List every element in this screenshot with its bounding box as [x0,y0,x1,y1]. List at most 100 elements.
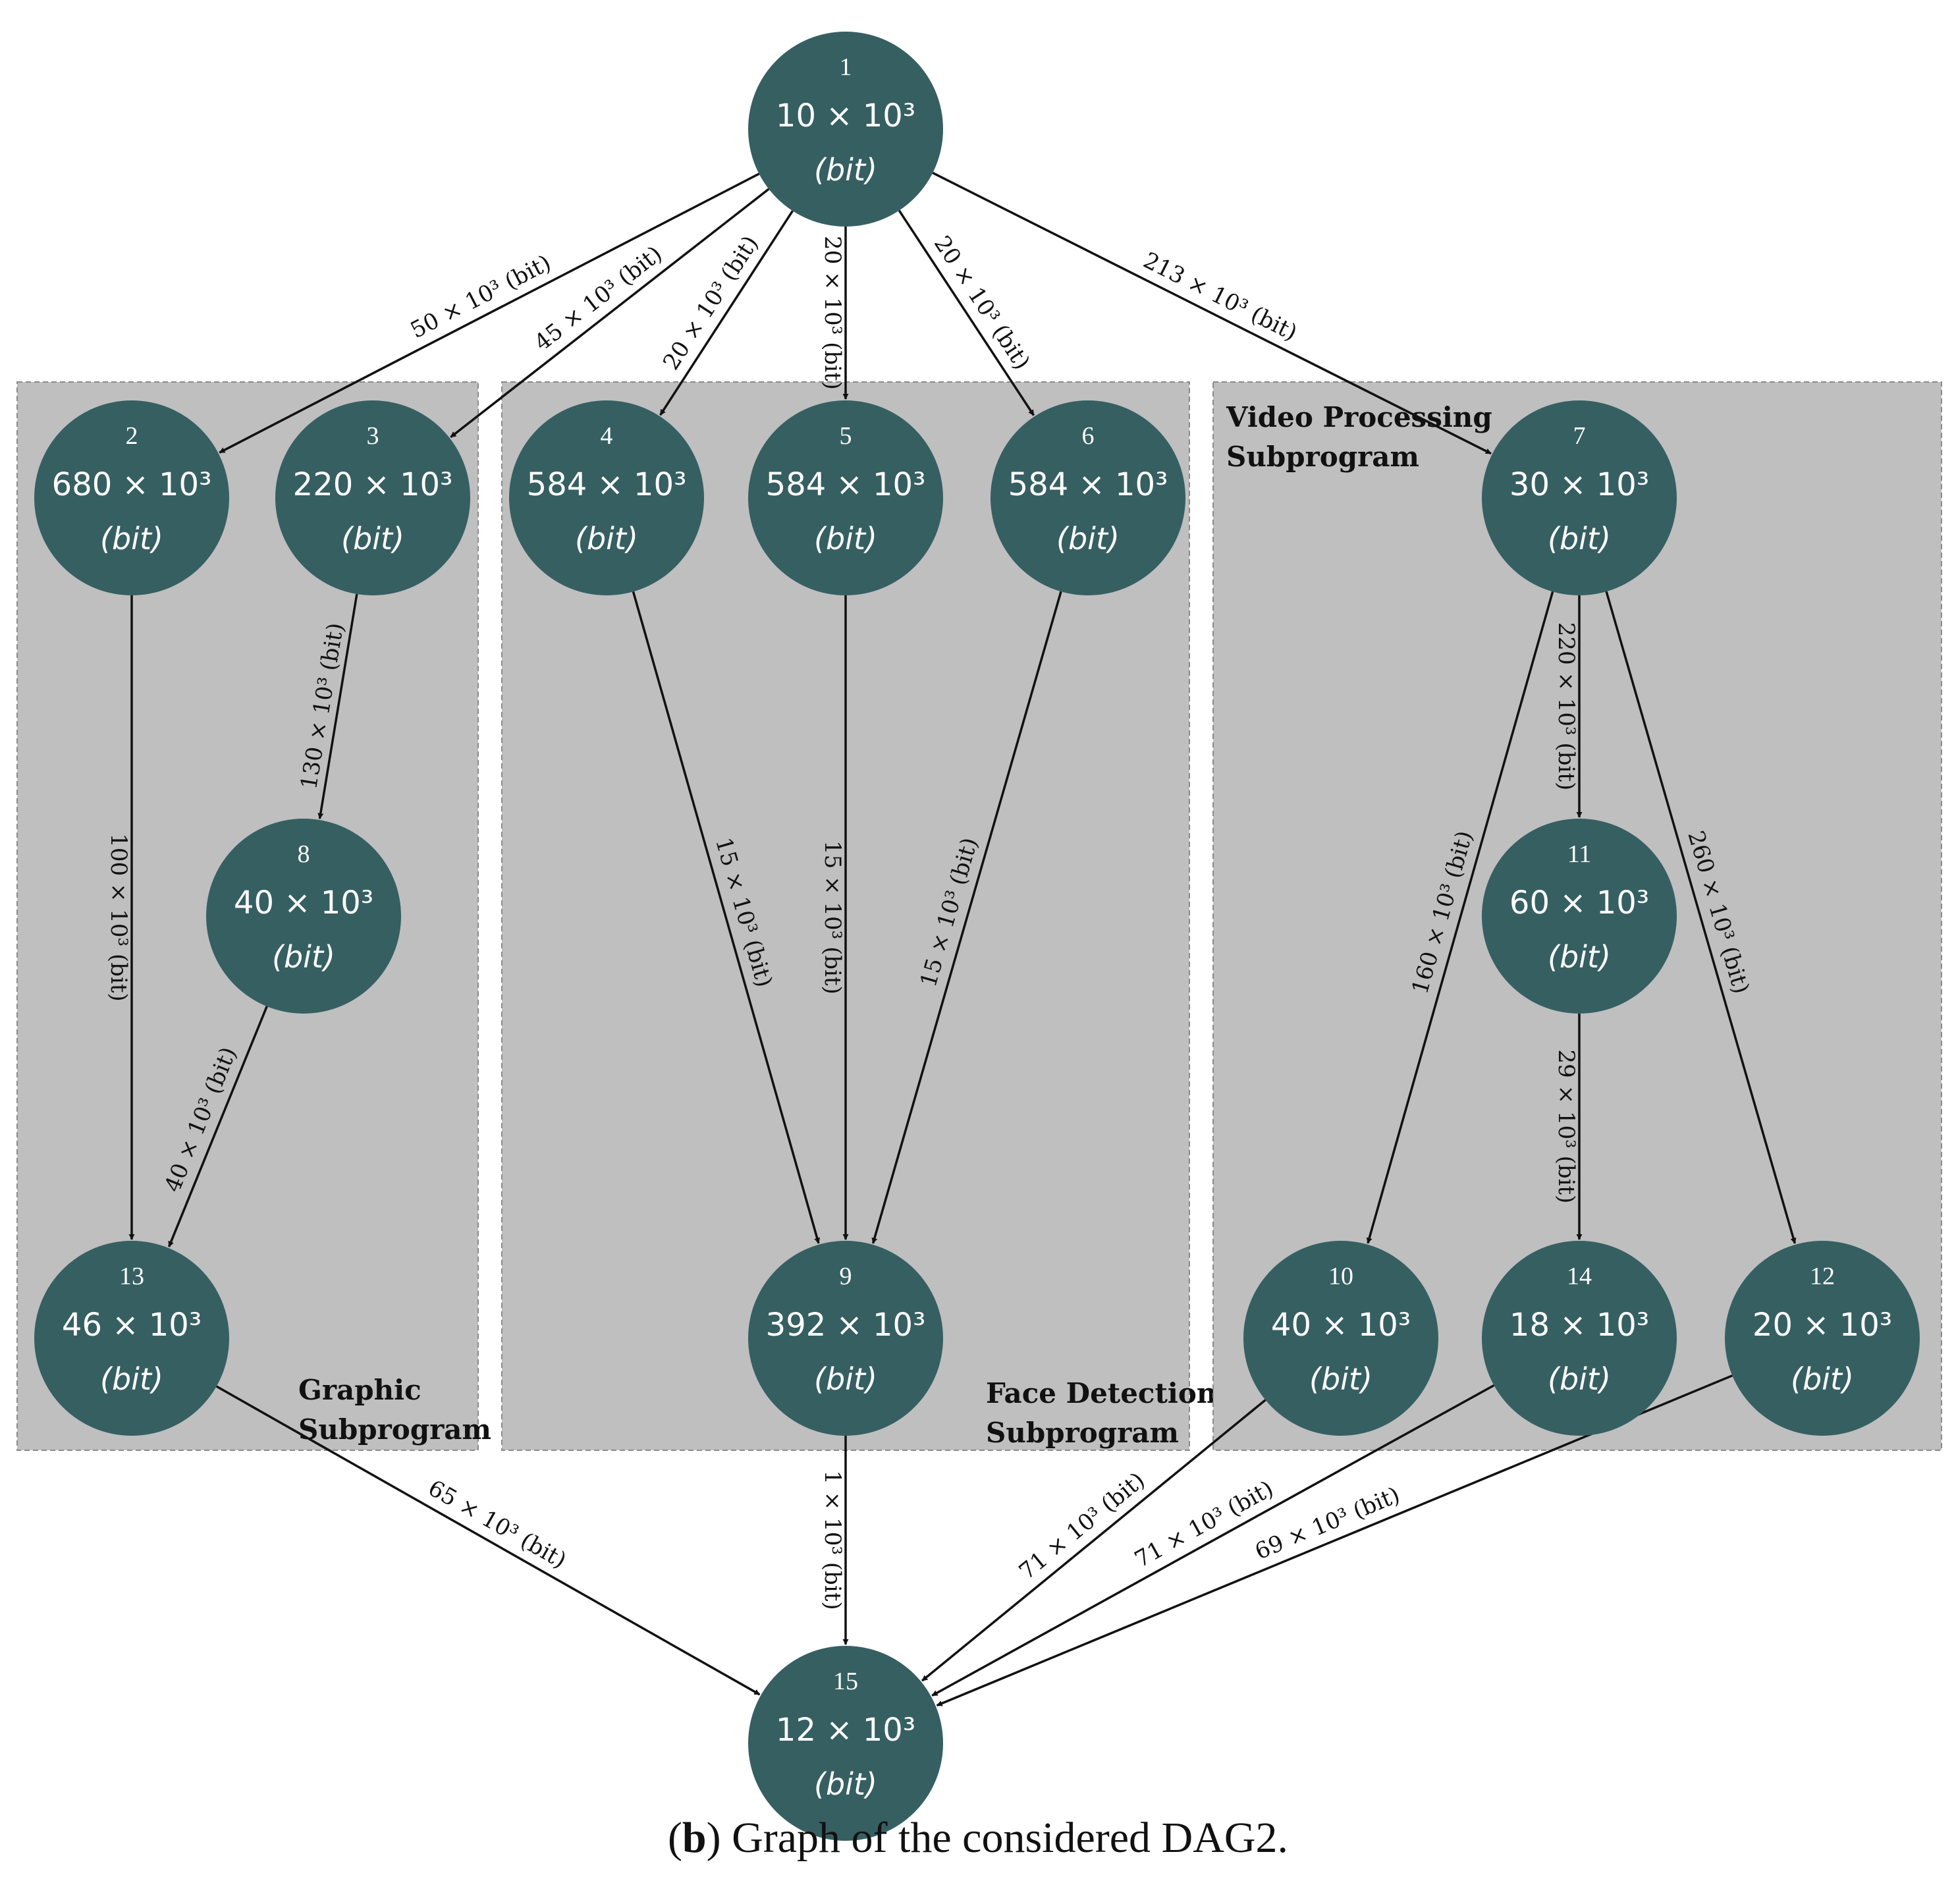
edge-13-to-15 [215,1385,761,1696]
node-circle [748,400,943,595]
node-id: 4 [601,422,613,450]
node-unit: (bit) [1056,521,1120,557]
node-circle [1482,400,1677,595]
edge-label-9-15: 1 × 10³ (bit) [819,1470,846,1610]
group-label-line: Face Detection [986,1377,1216,1409]
edge-6-to-9 [871,591,1062,1244]
node-unit: (bit) [814,1361,877,1397]
edge-1-to-4 [659,210,794,416]
node-4: 4 584 × 10³ (bit) [509,400,704,595]
node-id: 6 [1082,422,1095,450]
edge-label-13-15: 65 × 10³ (bit) [423,1475,570,1574]
node-circle [748,1241,943,1436]
node-unit: (bit) [1791,1361,1854,1397]
node-id: 11 [1567,840,1592,868]
node-value: 40 × 10³ [234,884,373,921]
node-unit: (bit) [100,521,163,557]
node-value: 40 × 10³ [1271,1307,1411,1344]
node-id: 5 [840,422,852,450]
edge-7-to-10 [1366,591,1554,1244]
node-unit: (bit) [1548,521,1611,557]
node-unit: (bit) [814,1766,877,1802]
node-8: 840 × 10³(bit) [206,819,401,1014]
node-value: 680 × 10³ [52,466,212,503]
edge-7-to-12 [1605,591,1797,1244]
node-value: 10 × 10³ [776,97,915,134]
node-3: 3 220 × 10³ (bit) [275,400,470,595]
group-label-line: Video Processing [1226,401,1492,433]
edge-3-to-8 [317,593,358,819]
group-label-line: Subprogram [1226,441,1419,473]
node-circle [1243,1241,1438,1436]
node-unit: (bit) [100,1361,163,1397]
node-value: 220 × 10³ [293,466,453,503]
edge-label-11-14: 29 × 10³ (bit) [1553,1050,1579,1204]
edge-1-to-3 [450,188,770,439]
caption: (b) Graph of the considered DAG2. [668,1814,1288,1862]
node-unit: (bit) [814,152,877,188]
edge-14-to-15 [931,1384,1495,1697]
node-id: 10 [1328,1263,1353,1290]
node-id: 7 [1573,422,1586,450]
node-circle [206,819,401,1014]
node-unit: (bit) [272,939,335,975]
edge-label-1-6: 20 × 10³ (bit) [929,231,1035,374]
group-label-line: Subprogram [986,1417,1179,1449]
node-11: 11 60 × 10³ (bit) [1482,819,1677,1014]
node-7: 730 × 10³(bit) [1482,400,1677,595]
node-id: 12 [1810,1263,1835,1290]
node-unit: (bit) [814,521,877,557]
node-circle [34,400,229,595]
node-value: 584 × 10³ [527,466,687,503]
edge-1-to-6 [898,209,1035,416]
edge-label-1-4: 20 × 10³ (bit) [658,231,764,375]
edge-label-1-5: 20 × 10³ (bit) [819,236,846,390]
edge-1-to-2 [219,173,760,454]
node-14: 14 18 × 10³ (bit) [1482,1241,1677,1436]
node-circle [1725,1241,1920,1436]
node-id: 13 [119,1263,144,1290]
edge-label-2-13: 100 × 10³ (bit) [105,833,132,1002]
node-unit: (bit) [575,521,638,557]
node-6: 6 584 × 10³ (bit) [991,400,1185,595]
node-id: 2 [126,422,138,450]
node-unit: (bit) [1548,939,1611,975]
edge-label-10-15: 71 × 10³ (bit) [1014,1467,1150,1585]
node-unit: (bit) [341,521,404,557]
node-1: 1 10 × 10³ (bit) [748,32,943,227]
node-value: 12 × 10³ [776,1712,915,1749]
group-label-line: Graphic [298,1374,421,1406]
node-2: 2 680 × 10³ (bit) [34,400,229,595]
node-id: 3 [367,422,379,450]
node-circle [748,1646,943,1841]
edge-label-7-11: 220 × 10³ (bit) [1553,622,1579,791]
node-value: 392 × 10³ [766,1307,926,1344]
node-id: 1 [840,53,852,81]
caption-marker: b [682,1814,707,1862]
node-value: 584 × 10³ [1008,466,1168,503]
node-unit: (bit) [1548,1361,1611,1397]
node-circle [509,400,704,595]
node-circle [748,32,943,227]
node-value: 18 × 10³ [1509,1307,1649,1344]
caption-text: Graph of the considered DAG2. [732,1814,1288,1862]
edge-label-1-7: 213 × 10³ (bit) [1139,247,1301,346]
node-value: 60 × 10³ [1509,884,1649,921]
edge-label-1-2: 50 × 10³ (bit) [406,250,555,344]
node-circle [1482,819,1677,1014]
edge-label-5-9: 15 × 10³ (bit) [819,840,846,994]
edge-4-to-9 [632,591,821,1244]
node-id: 14 [1567,1263,1592,1290]
task-nodes: 1 10 × 10³ (bit) 2 680 × 10³ (bit) 3 220 × 10³ (… [34,32,1920,1841]
figure-caption: (b) Graph of the considered DAG2. [668,1814,1288,1862]
